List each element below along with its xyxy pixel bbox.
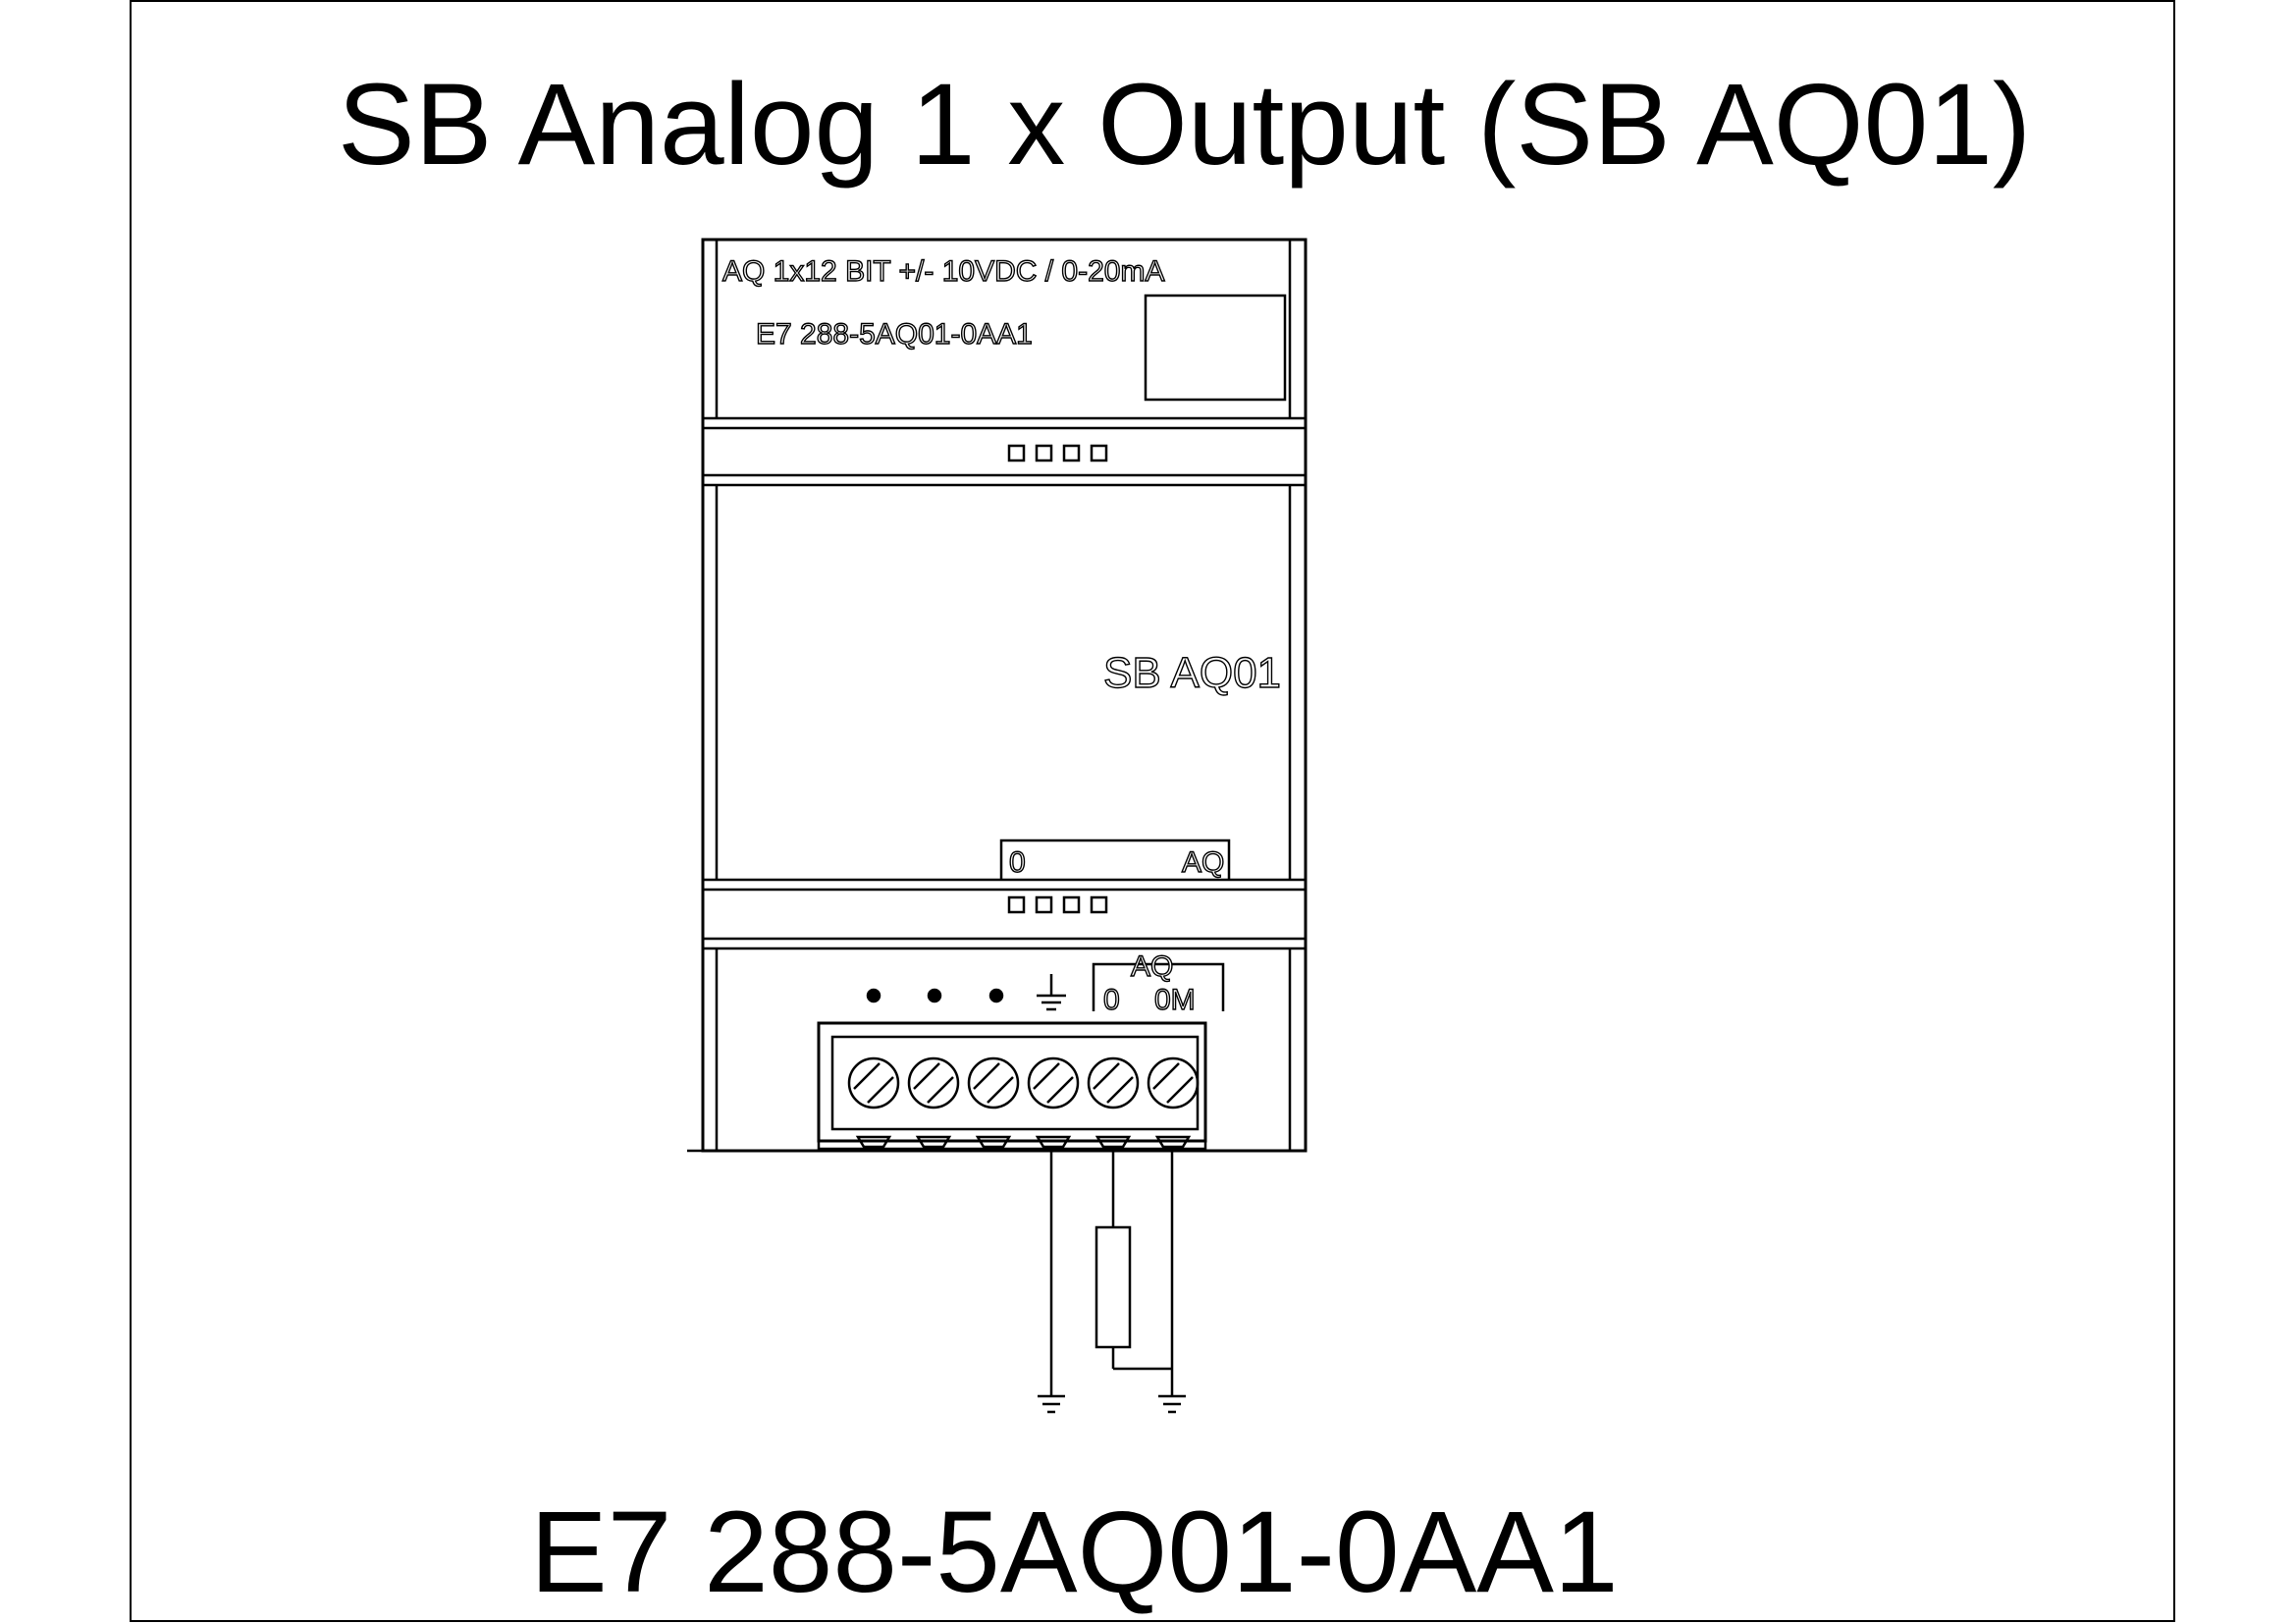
terminal-clamp [915,1135,952,1149]
terminal-clamps [855,1135,1192,1149]
upper-led-row [1007,444,1108,462]
order-label: E7 288-5AQ01-0AA1 [756,318,1033,351]
terminal-common-label: 0M [1154,984,1196,1016]
lower-led-row [1007,895,1108,914]
ground-icon-left [1038,1394,1065,1414]
output-wiring [1049,1149,1174,1396]
terminal-block [817,1021,1207,1151]
terminal-clamp [855,1135,892,1149]
spec-label: AQ 1x12 BIT +/- 10VDC / 0-20mA [722,255,1164,288]
ground-symbol-icon [1037,974,1066,1011]
module-name-label: SB AQ01 [1103,649,1281,697]
terminal-markings [866,988,1004,1003]
terminal-group-label: AQ [1131,950,1173,983]
status-channel-label: 0 [1009,846,1026,879]
terminal-screw-icon [907,1056,960,1110]
label-window [1144,294,1287,402]
drawing-title: SB Analog 1 x Output (SB AQ01) [338,60,2032,189]
terminal-clamp [1035,1135,1072,1149]
terminal-screw-icon [847,1056,900,1110]
terminal-screw-icon [1147,1056,1200,1110]
drawing-frame [130,0,2175,1622]
load-resistor [1095,1225,1132,1349]
module-body [701,238,1308,1153]
terminal-screw-icon [967,1056,1020,1110]
terminal-clamp [1154,1135,1192,1149]
status-bracket [999,839,1231,880]
order-number: E7 288-5AQ01-0AA1 [530,1488,1619,1617]
aq-group-bracket [1092,962,1225,1011]
ground-icon-right [1158,1394,1186,1414]
terminal-screws [847,1056,1200,1110]
status-group-label: AQ [1182,846,1224,879]
terminal-screw-icon [1087,1056,1140,1110]
terminal-screw-icon [1027,1056,1080,1110]
terminal-clamp [975,1135,1012,1149]
terminal-channel-label: 0 [1103,984,1120,1016]
terminal-clamp [1095,1135,1132,1149]
